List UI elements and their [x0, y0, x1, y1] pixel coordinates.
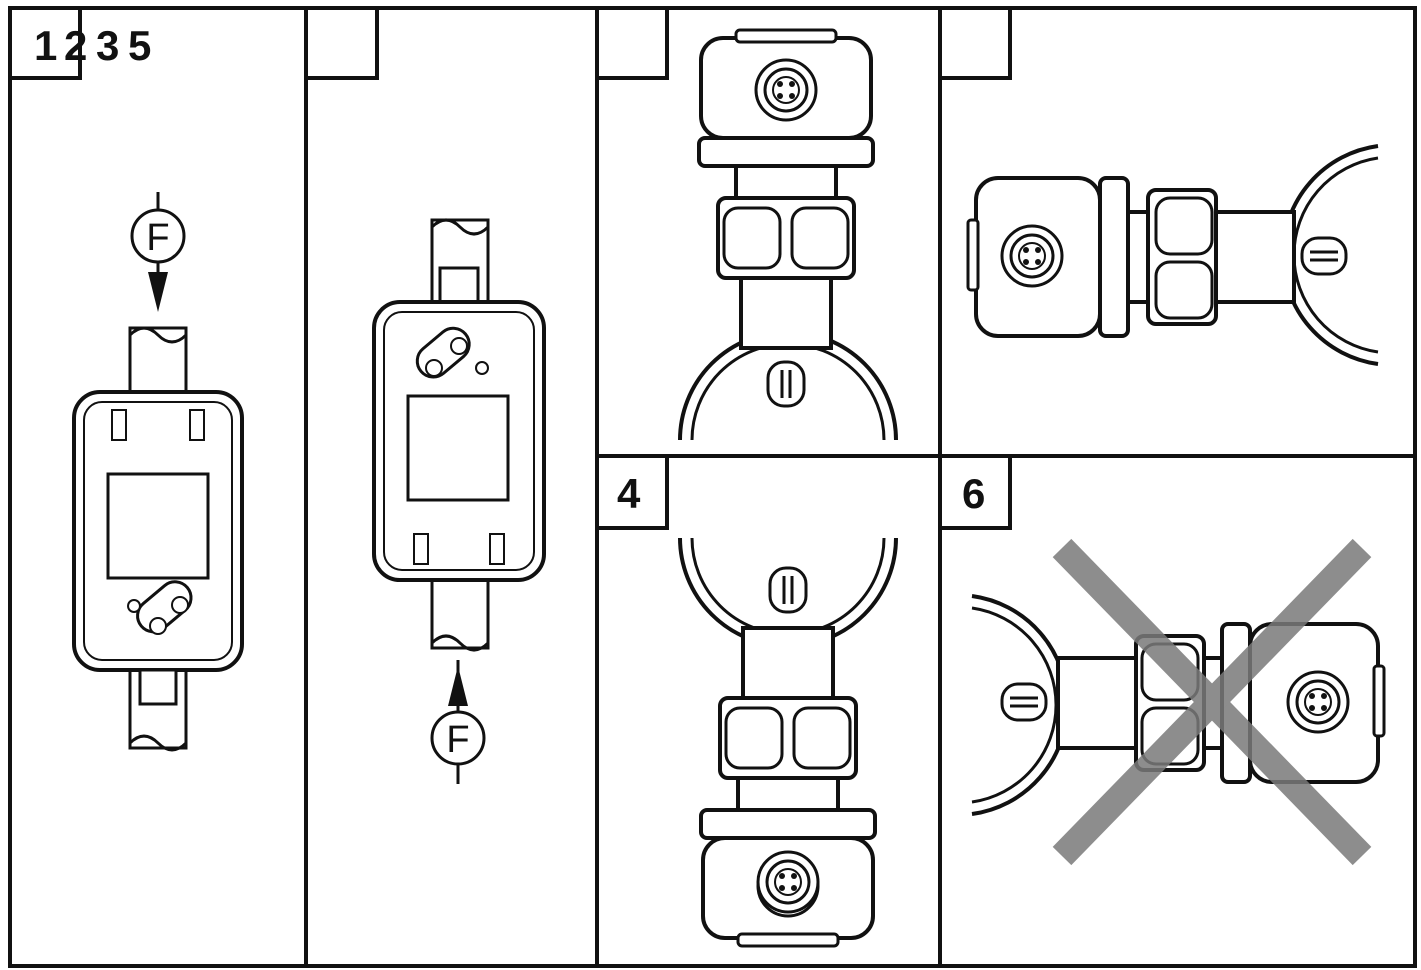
panel-label-1: 1: [34, 22, 57, 69]
flow-symbol-1: F: [146, 217, 169, 259]
flow-arrow-icon: [148, 272, 168, 312]
panel-label-6: 6: [962, 470, 985, 517]
panel-label-3: 3: [96, 22, 119, 69]
cross-icon: [1052, 538, 1372, 866]
flow-arrow-icon: [448, 666, 468, 706]
panel-3-sensor: [678, 30, 898, 441]
panel-2-sensor: F: [372, 218, 546, 784]
panel-1-sensor: F: [72, 192, 244, 752]
panel-6-sensor: [971, 538, 1386, 866]
panel-4-sensor: [678, 537, 898, 946]
panel-label-2: 2: [64, 22, 87, 69]
panel-label-5: 5: [128, 22, 151, 69]
panel-5-sensor: [966, 144, 1379, 366]
panel-label-4: 4: [617, 470, 641, 517]
flow-symbol-2: F: [446, 719, 469, 761]
